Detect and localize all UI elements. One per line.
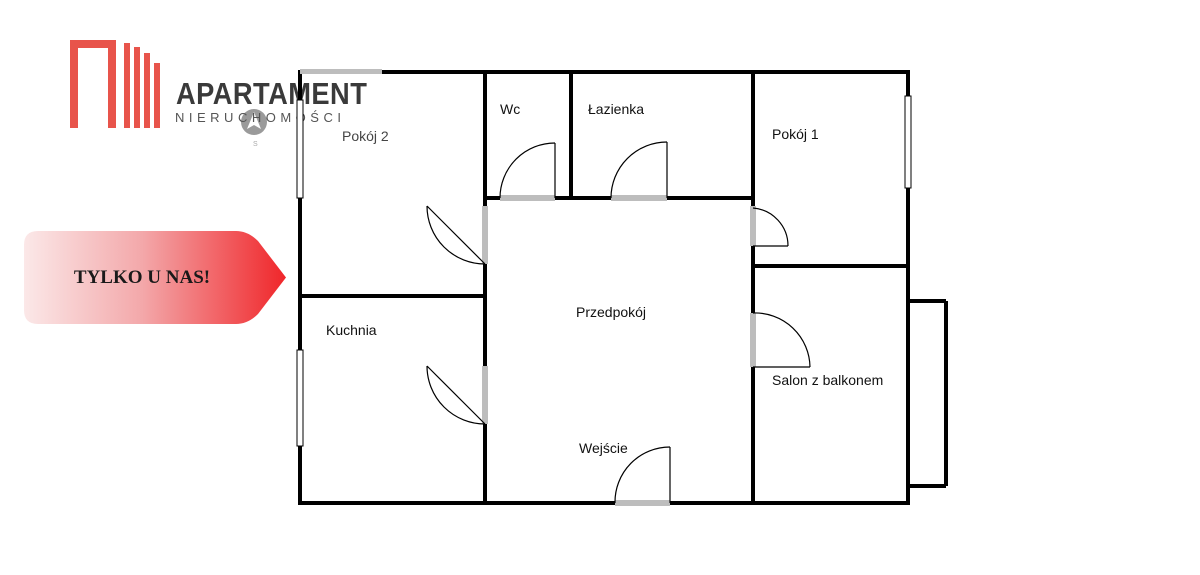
svg-text:S: S: [253, 141, 258, 148]
door-openings: [482, 195, 756, 506]
brand-name: APARTAMENT: [176, 76, 368, 111]
balcony: [908, 299, 948, 488]
compass-badge-icon: S: [241, 109, 267, 148]
room-label-wejscie: Wejście: [579, 440, 628, 456]
exclusive-badge: [24, 231, 286, 324]
windows: [296, 69, 912, 447]
room-label-kuchnia: Kuchnia: [326, 322, 377, 338]
room-label-salon: Salon z balkonem: [772, 372, 884, 388]
room-label-lazienka: Łazienka: [588, 101, 645, 117]
badge-label: TYLKO U NAS!: [73, 266, 211, 288]
room-label-pokoj-2: Pokój 2: [342, 128, 389, 144]
company-logo: S: [70, 40, 267, 148]
room-label-wc: Wc: [500, 101, 521, 117]
door-swings: [426, 141, 811, 504]
room-label-przedpokoj: Przedpokój: [576, 304, 647, 320]
room-label-pokoj-1: Pokój 1: [772, 126, 819, 142]
